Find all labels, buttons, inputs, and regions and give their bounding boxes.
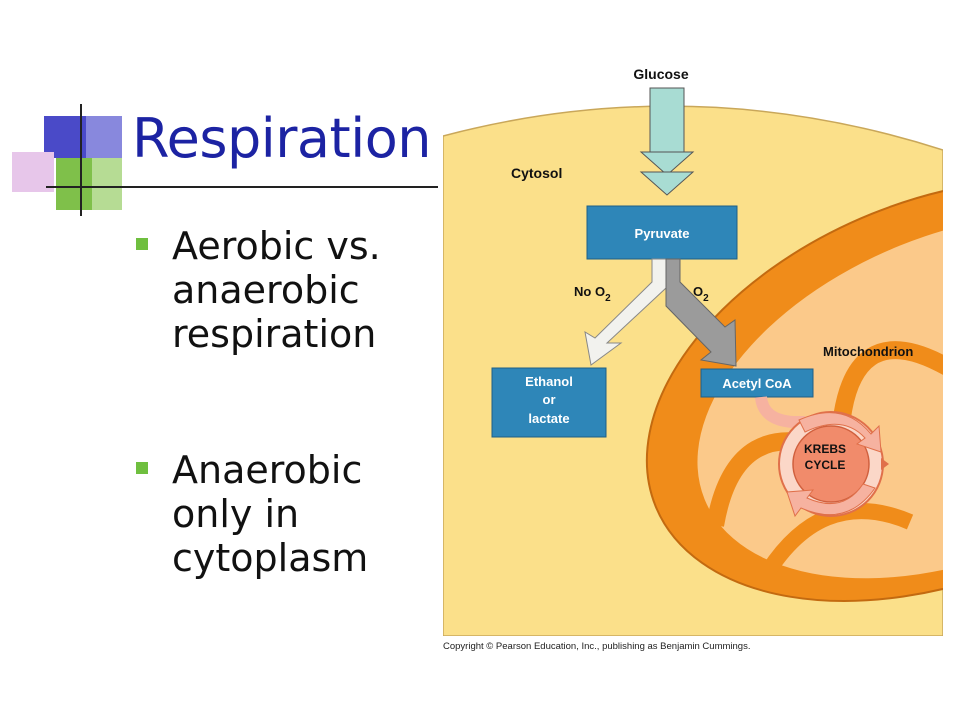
deco-square-pink: [12, 152, 54, 192]
krebs-arrow-top: [798, 412, 882, 453]
o2-arrow: [665, 258, 737, 367]
krebs-label-line2: CYCLE: [805, 458, 846, 472]
acetyl-coa-box: [700, 368, 814, 398]
bullet-text-aerobic: Aerobic vs. anaerobic respiration: [172, 224, 381, 356]
pyruvate-label: Pyruvate: [635, 226, 690, 241]
bullet-text-anaerobic: Anaerobic only in cytoplasm: [172, 448, 369, 580]
glucose-arrow: [639, 87, 695, 196]
deco-square-green-light: [92, 158, 122, 210]
cytosol-label: Cytosol: [511, 165, 562, 181]
ethanol-box: [491, 367, 607, 438]
mitochondrion-label: Mitochondrion: [823, 344, 913, 359]
deco-square-green: [56, 158, 92, 210]
krebs-arrow-bottom: [786, 483, 876, 518]
acetyl-coa-label: Acetyl CoA: [722, 376, 792, 391]
ethanol-label-line2: or: [543, 392, 556, 407]
ethanol-label-line3: lactate: [528, 411, 569, 426]
slide-title: Respiration: [132, 107, 431, 170]
respiration-diagram: Glucose Cytosol Pyruvate No O2 O2 Mitoch…: [443, 66, 943, 636]
krebs-label-line1: KREBS: [804, 442, 846, 456]
o2-label: O2: [693, 284, 709, 304]
krebs-cycle: [792, 425, 870, 503]
krebs-feed-arrow: [755, 396, 805, 428]
deco-square-blue-light: [86, 116, 122, 158]
bullet-marker: [136, 238, 148, 250]
krebs-arrow-right: [881, 458, 889, 470]
no-o2-label: No O2: [574, 284, 611, 304]
bullet-marker: [136, 462, 148, 474]
deco-square-blue: [44, 116, 86, 158]
ethanol-label-line1: Ethanol: [525, 374, 573, 389]
deco-line-vertical: [80, 104, 82, 216]
deco-line-horizontal: [46, 186, 438, 188]
glucose-label: Glucose: [633, 66, 688, 82]
pyruvate-box: [586, 205, 738, 260]
copyright-notice: Copyright © Pearson Education, Inc., pub…: [443, 641, 751, 652]
